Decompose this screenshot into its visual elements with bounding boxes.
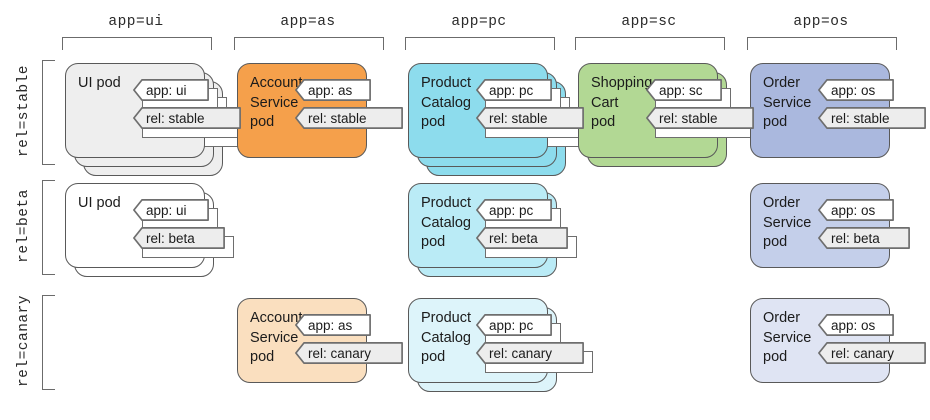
pod-label-text: rel: canary <box>831 345 895 361</box>
pod-label-tag: rel: beta <box>476 227 568 249</box>
pod-label-tag: rel: canary <box>295 342 403 364</box>
pod-label-tag: rel: stable <box>818 107 926 129</box>
column-bracket-os <box>747 37 897 50</box>
pod-label-tag: app: ui <box>133 79 209 101</box>
column-bracket-as <box>234 37 384 50</box>
pod-label-tag: app: ui <box>133 199 209 221</box>
pod-body[interactable] <box>408 63 548 158</box>
pod-label-text: rel: stable <box>659 110 718 126</box>
pod-label-tag: app: pc <box>476 314 552 336</box>
pod-label-text: rel: beta <box>489 230 538 246</box>
pod-label-tag: app: as <box>295 314 371 336</box>
pod-label-tag: app: os <box>818 314 894 336</box>
pod-label-text: app: ui <box>146 82 187 98</box>
row-header-beta: rel=beta <box>16 188 32 263</box>
pod-label-tag: rel: stable <box>476 107 584 129</box>
row-bracket-beta <box>42 180 55 275</box>
pod-label-tag: rel: beta <box>818 227 910 249</box>
pod-label-text: app: ui <box>146 202 187 218</box>
pod-body[interactable] <box>750 183 890 268</box>
pod-label-text: rel: canary <box>489 345 553 361</box>
pod-label-tag: rel: stable <box>646 107 754 129</box>
pod-label-tag: rel: stable <box>133 107 241 129</box>
pod-label-text: app: os <box>831 82 876 98</box>
pod-label-text: rel: stable <box>308 110 367 126</box>
pod-label-tag: rel: canary <box>476 342 584 364</box>
pod-label-tag: app: pc <box>476 79 552 101</box>
pod-label-text: app: pc <box>489 317 534 333</box>
pod-label-tag: app: as <box>295 79 371 101</box>
pod-label-text: rel: canary <box>308 345 372 361</box>
pod-label-tag: app: sc <box>646 79 722 101</box>
column-header-os: app=os <box>793 14 849 30</box>
pod-label-text: rel: beta <box>831 230 880 246</box>
pod-label-tag: app: os <box>818 79 894 101</box>
pod-label-text: app: os <box>831 202 876 218</box>
pod-label-text: rel: stable <box>831 110 890 126</box>
pod-label-tag: app: pc <box>476 199 552 221</box>
pod-label-tag: rel: stable <box>295 107 403 129</box>
pod-label-text: rel: stable <box>489 110 548 126</box>
row-header-canary: rel=canary <box>16 294 32 387</box>
row-header-stable: rel=stable <box>16 64 32 157</box>
pod-label-text: app: os <box>831 317 876 333</box>
pod-label-text: app: pc <box>489 202 534 218</box>
pod-body[interactable] <box>237 298 367 383</box>
column-bracket-pc <box>405 37 555 50</box>
row-bracket-stable <box>42 60 55 165</box>
column-bracket-ui <box>62 37 212 50</box>
pod-label-text: app: as <box>308 317 353 333</box>
column-header-sc: app=sc <box>621 14 677 30</box>
pod-label-text: app: pc <box>489 82 534 98</box>
pod-label-text: rel: stable <box>146 110 205 126</box>
pod-body[interactable] <box>750 298 890 383</box>
column-bracket-sc <box>575 37 725 50</box>
pod-label-tag: rel: beta <box>133 227 225 249</box>
pod-label-tag: rel: canary <box>818 342 926 364</box>
pod-label-tag: app: os <box>818 199 894 221</box>
pod-label-text: rel: beta <box>146 230 195 246</box>
column-header-ui: app=ui <box>108 14 164 30</box>
pod-label-text: app: as <box>308 82 353 98</box>
column-header-pc: app=pc <box>451 14 507 30</box>
pod-label-text: app: sc <box>659 82 703 98</box>
column-header-as: app=as <box>280 14 336 30</box>
row-bracket-canary <box>42 295 55 390</box>
